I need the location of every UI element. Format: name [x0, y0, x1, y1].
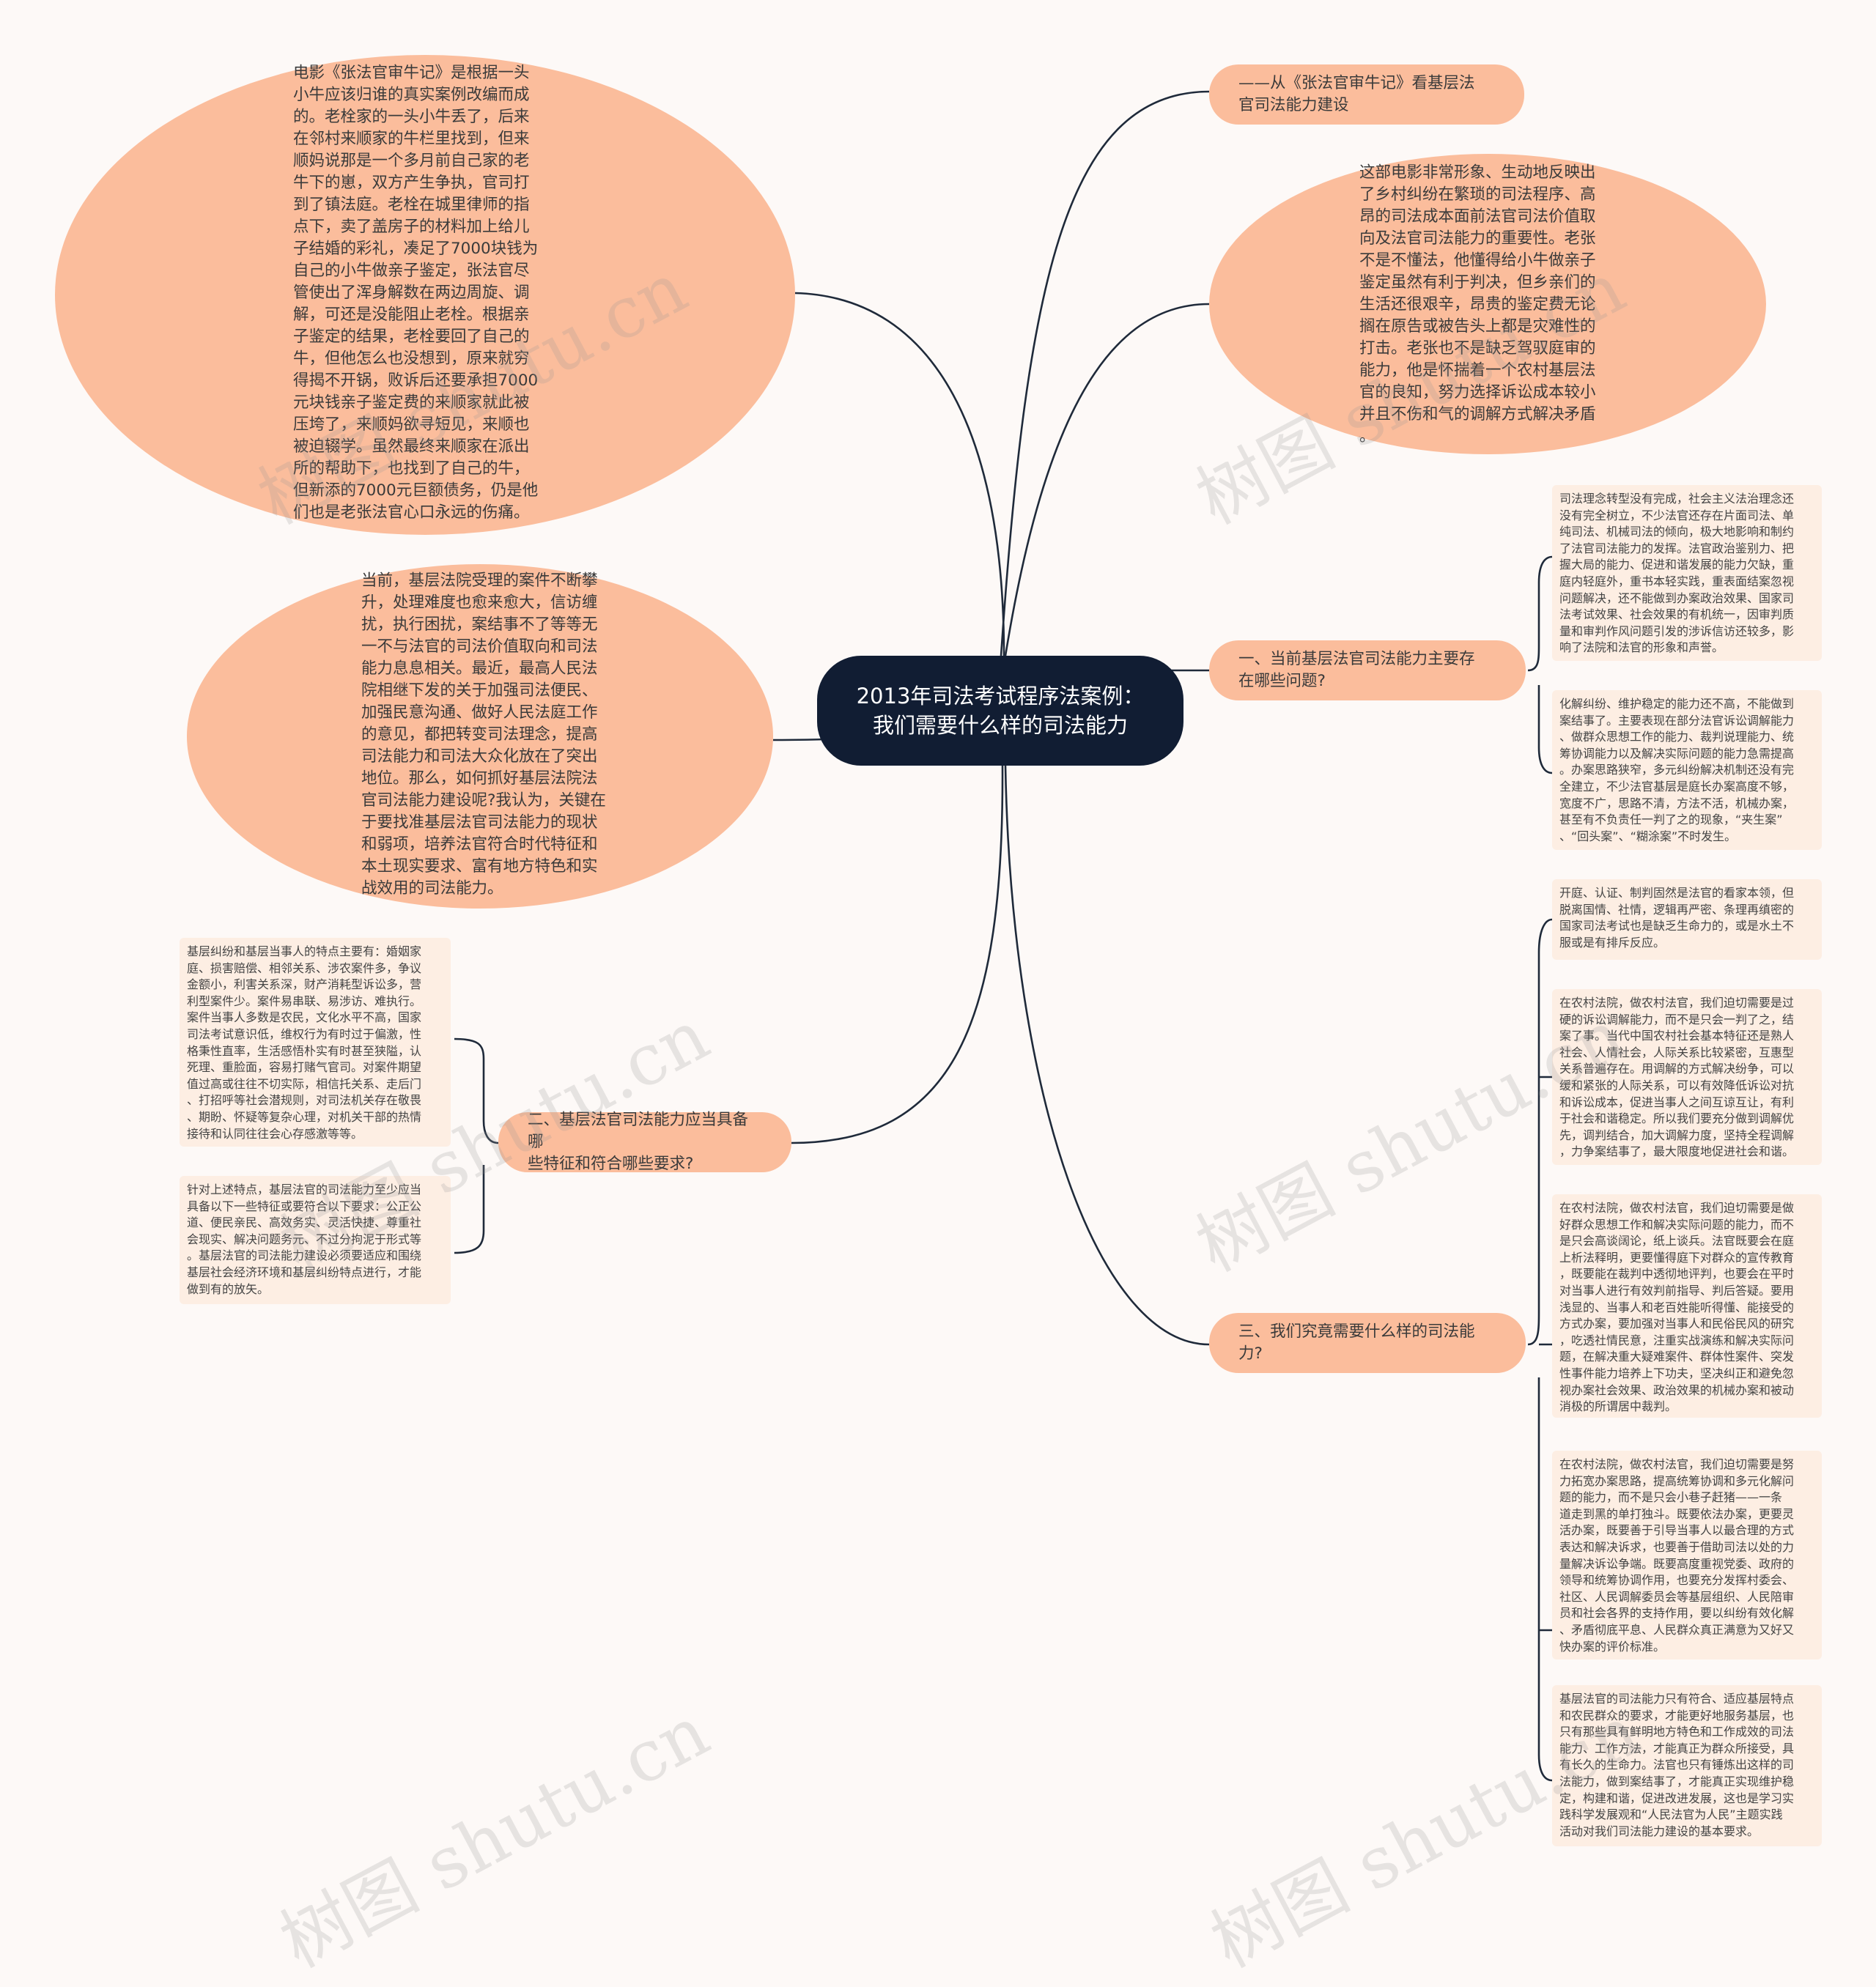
q3-detail-5[interactable]: 基层法官的司法能力只有符合、适应基层特点 和农民群众的要求，才能更好地服务基层，… [1552, 1685, 1822, 1846]
link-story [794, 292, 1005, 656]
subtitle-text: ——从《张法官审牛记》看基层法 官司法能力建设 [1238, 74, 1475, 114]
q2-text: 二、基层法官司法能力应当具备哪 些特征和符合哪些要求? [528, 1111, 749, 1173]
subtitle-node[interactable]: ——从《张法官审牛记》看基层法 官司法能力建设 [1209, 64, 1524, 125]
story-node[interactable]: 电影《张法官审牛记》是根据一头 小牛应该归谁的真实案例改编而成 的。老栓家的一头… [55, 55, 795, 535]
branch-q3[interactable]: 三、我们究竟需要什么样的司法能 力? [1209, 1313, 1526, 1373]
branch-q2[interactable]: 二、基层法官司法能力应当具备哪 些特征和符合哪些要求? [498, 1111, 791, 1173]
q1-detail-1[interactable]: 司法理念转型没有完成，社会主义法治理念还 没有完全树立，不少法官还存在片面司法、… [1552, 485, 1822, 661]
q3-text: 三、我们究竟需要什么样的司法能 力? [1238, 1322, 1475, 1363]
q3-detail-3[interactable]: 在农村法院，做农村法官，我们迫切需要是做 好群众思想工作和解决实际问题的能力，而… [1552, 1194, 1822, 1418]
link-q2 [791, 765, 1004, 1144]
center-title: 2013年司法考试程序法案例：我们需要什么样的司法能力 [856, 684, 1145, 738]
branch-q1[interactable]: 一、当前基层法官司法能力主要存 在哪些问题? [1209, 640, 1526, 700]
intro-text: 当前，基层法院受理的案件不断攀 升，处理难度也愈来愈大，信访缠 扰，执行困扰，案… [361, 571, 606, 898]
q3-detail-1[interactable]: 开庭、认证、制判固然是法官的看家本领，但 脱离国情、社情，逻辑再严密、条理再缜密… [1552, 879, 1822, 960]
link-comment [1004, 303, 1210, 656]
connector-lines [454, 90, 1553, 1782]
q1-detail-2[interactable]: 化解纠纷、维护稳定的能力还不高，不能做到 案结事了。主要表现在部分法官诉讼调解能… [1552, 690, 1822, 850]
comment-node[interactable]: 这部电影非常形象、生动地反映出 了乡村纠纷在繁琐的司法程序、高 昂的司法成本面前… [1209, 154, 1766, 454]
q1-text: 一、当前基层法官司法能力主要存 在哪些问题? [1238, 650, 1475, 690]
center-topic[interactable]: 2013年司法考试程序法案例：我们需要什么样的司法能力 [817, 656, 1183, 766]
q2-detail-1[interactable]: 基层纠纷和基层当事人的特点主要有：婚姻家 庭、损害赔偿、相邻关系、涉农案件多，争… [180, 938, 451, 1147]
comment-text: 这部电影非常形象、生动地反映出 了乡村纠纷在繁琐的司法程序、高 昂的司法成本面前… [1359, 163, 1596, 445]
link-subtitle [1000, 90, 1210, 656]
q2-detail-2[interactable]: 针对上述特点，基层法官的司法能力至少应当 具备以下一些特征或要符合以下要求：公正… [180, 1176, 451, 1304]
intro-node[interactable]: 当前，基层法院受理的案件不断攀 升，处理难度也愈来愈大，信访缠 扰，执行困扰，案… [187, 564, 773, 909]
link-q1-brace [1527, 555, 1553, 774]
link-q3-brace [1527, 918, 1553, 1782]
link-q3 [1004, 765, 1210, 1346]
q3-detail-2[interactable]: 在农村法院，做农村法官，我们迫切需要是过 硬的诉讼调解能力，而不是只会一判了之，… [1552, 989, 1822, 1165]
q3-detail-4[interactable]: 在农村法院，做农村法官，我们迫切需要是努 力拓宽办案思路，提高统筹协调和多元化解… [1552, 1451, 1822, 1659]
story-text: 电影《张法官审牛记》是根据一头 小牛应该归谁的真实案例改编而成 的。老栓家的一头… [293, 64, 539, 522]
link-q2-brace [454, 1037, 499, 1254]
